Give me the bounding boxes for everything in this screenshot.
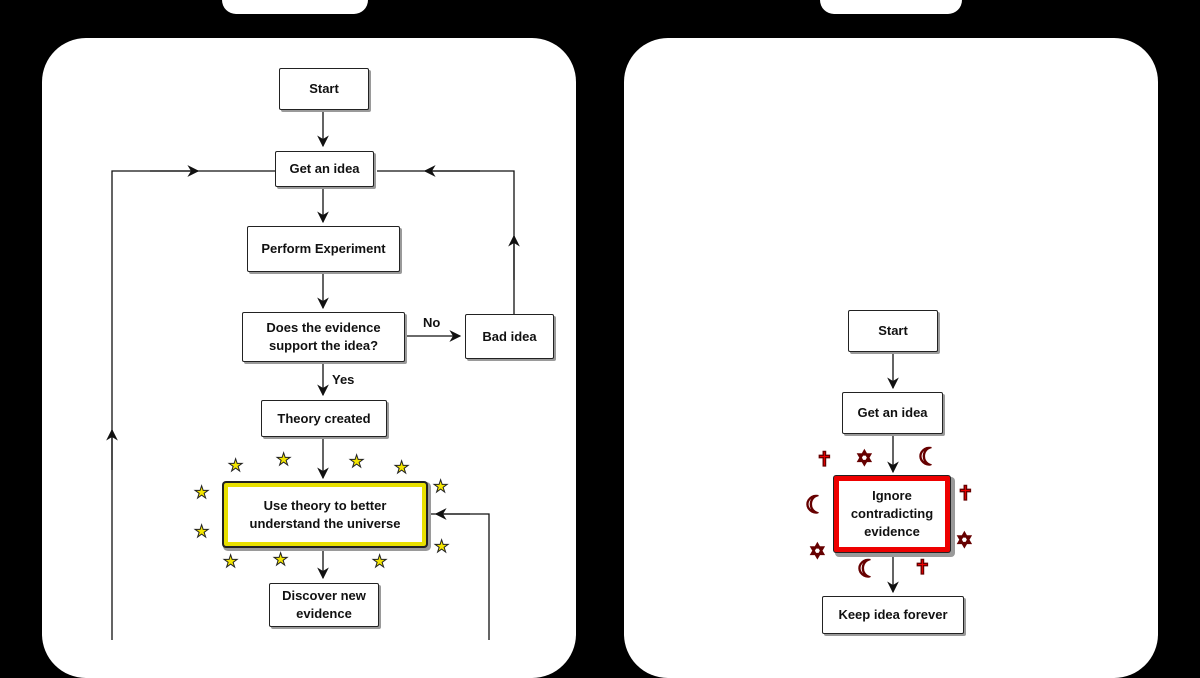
cross-icon: ✝ — [957, 483, 974, 505]
flowchart-connectors — [106, 110, 899, 640]
get-idea-label-right: Get an idea — [857, 405, 928, 420]
cross-icon: ✝ — [816, 449, 833, 471]
yes-label: Yes — [332, 372, 355, 387]
start-label-right: Start — [878, 323, 908, 338]
star-icon: ★ — [348, 452, 365, 471]
keep-box: Keep idea forever — [822, 596, 964, 634]
star-icon: ★ — [432, 477, 449, 496]
get-idea-box: Get an idea — [275, 151, 374, 187]
crescent-icon: ☾ — [918, 444, 940, 471]
question-label: Does the evidence support the idea? — [266, 320, 381, 353]
theory-label: Theory created — [277, 410, 371, 426]
start-label: Start — [309, 81, 339, 96]
get-idea-box-right: Get an idea — [842, 392, 943, 434]
right-panel — [624, 38, 1158, 678]
start-box: Start — [279, 68, 369, 110]
star-of-david-icon: ✡ — [856, 448, 873, 470]
star-of-david-icon: ✡ — [809, 541, 826, 563]
crescent-icon: ☾ — [805, 492, 827, 519]
question-box: Does the evidence support the idea? — [242, 312, 405, 362]
left-tab — [222, 0, 368, 14]
bad-idea-label: Bad idea — [482, 328, 537, 344]
star-icon: ★ — [272, 550, 289, 569]
star-icon: ★ — [393, 458, 410, 477]
experiment-box: Perform Experiment — [247, 226, 400, 272]
no-label: No — [423, 315, 441, 330]
star-icon: ★ — [275, 450, 292, 469]
right-tab — [820, 0, 962, 14]
star-icon: ★ — [193, 522, 210, 541]
discover-box: Discover new evidence — [269, 583, 379, 627]
star-icon: ★ — [227, 456, 244, 475]
star-icon: ★ — [371, 552, 388, 571]
star-icon: ★ — [222, 552, 239, 571]
ignore-label: Ignore contradicting evidence — [850, 488, 934, 539]
keep-label: Keep idea forever — [838, 607, 948, 622]
cross-icon: ✝ — [914, 557, 931, 579]
experiment-label: Perform Experiment — [261, 241, 386, 256]
star-icon: ★ — [433, 537, 450, 556]
understand-box: Use theory to better understand the univ… — [223, 482, 427, 547]
crescent-icon: ☾ — [857, 556, 879, 583]
discover-label: Discover new evidence — [282, 588, 366, 621]
bad-idea-box: Bad idea — [465, 314, 554, 359]
understand-label: Use theory to better understand the univ… — [249, 497, 401, 531]
star-of-david-icon: ✡ — [956, 530, 973, 552]
ignore-box: Ignore contradicting evidence — [834, 476, 950, 552]
start-box-right: Start — [848, 310, 938, 352]
star-icon: ★ — [193, 483, 210, 502]
theory-box: Theory created — [261, 400, 387, 437]
get-idea-label: Get an idea — [289, 161, 360, 176]
